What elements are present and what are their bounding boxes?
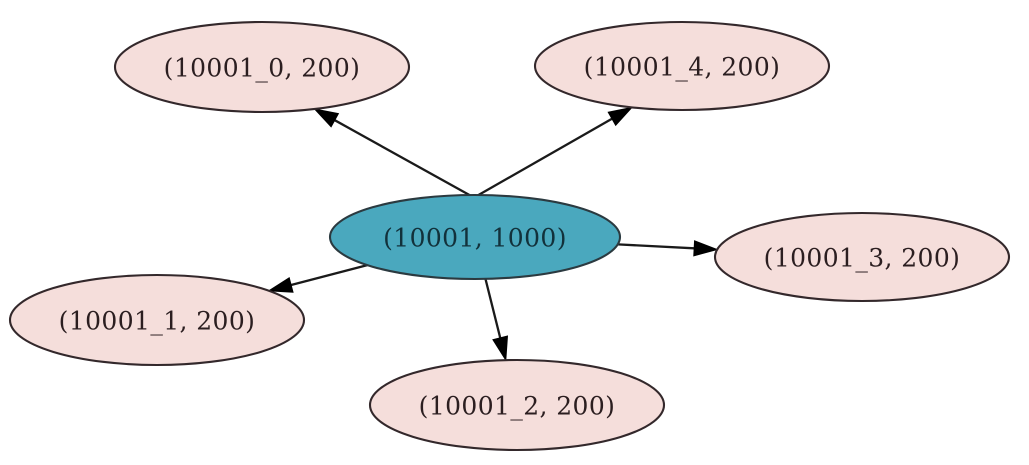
node-ellipse-n4[interactable]	[533, 20, 831, 112]
graph-node-n4[interactable]: (10001_4, 200)	[533, 20, 831, 112]
graph-node-root[interactable]: (10001, 1000)	[328, 193, 622, 281]
edge-root-to-n0	[334, 119, 474, 199]
edge-root-to-n2	[484, 278, 502, 339]
arrowhead-icon-n1	[267, 276, 294, 293]
arrowhead-icon-n0	[313, 108, 340, 128]
arrowhead-icon-n2	[492, 335, 509, 362]
node-ellipse-n2[interactable]	[368, 358, 666, 452]
node-label-n1: (10001_1, 200)	[59, 307, 256, 336]
node-ellipse-n0[interactable]	[113, 20, 411, 114]
edge-root-to-n3	[617, 243, 695, 250]
graph-node-n0[interactable]: (10001_0, 200)	[113, 20, 411, 114]
graph-node-n1[interactable]: (10001_1, 200)	[8, 273, 306, 367]
node-label-n2: (10001_2, 200)	[419, 392, 616, 421]
nodes-layer: (10001, 1000) (10001_0, 200) (10001_4, 200…	[8, 20, 1011, 452]
node-label-n4: (10001_4, 200)	[584, 53, 781, 82]
node-label-n0: (10001_0, 200)	[164, 54, 361, 83]
node-ellipse-root[interactable]	[328, 193, 622, 281]
node-ellipse-n3[interactable]	[713, 211, 1011, 303]
node-label-root: (10001, 1000)	[383, 224, 567, 253]
arrowhead-icon-n4	[607, 106, 634, 127]
edge-root-to-n4	[474, 117, 613, 198]
arrowhead-icon-n3	[693, 240, 719, 257]
edge-root-to-n1	[290, 264, 368, 287]
edges-layer	[267, 106, 719, 362]
node-label-n3: (10001_3, 200)	[764, 244, 961, 273]
node-ellipse-n1[interactable]	[8, 273, 306, 367]
graph-node-n2[interactable]: (10001_2, 200)	[368, 358, 666, 452]
graph-node-n3[interactable]: (10001_3, 200)	[713, 211, 1011, 303]
